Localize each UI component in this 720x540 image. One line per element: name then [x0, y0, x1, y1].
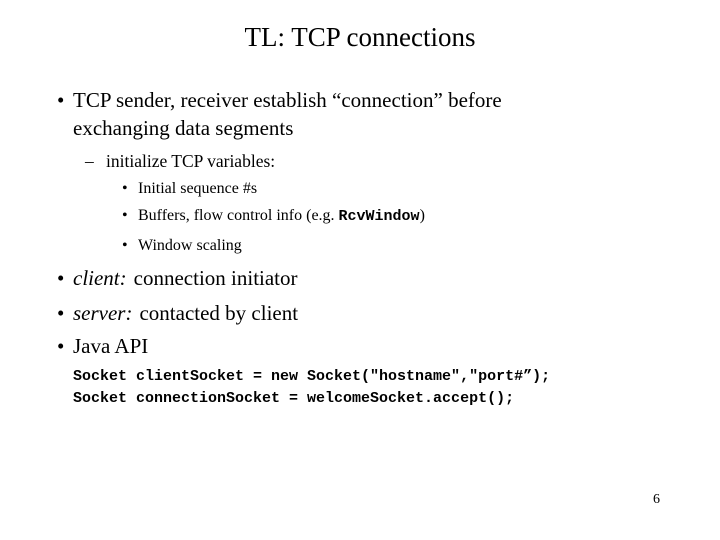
sub-item-buffers-flow-control: • Buffers, flow control info (e.g. RcvWin… — [122, 207, 425, 225]
code-line-2: Socket connectionSocket = welcomeSocket.… — [73, 390, 515, 407]
sub-item-initialize-tcp-variables: –initialize TCP variables: — [85, 151, 275, 172]
sub-item-text: Initial sequence #s — [138, 180, 258, 197]
bullet-icon: • — [122, 207, 128, 224]
bullet-item-java-api: • Java API — [57, 334, 148, 359]
inline-code-rcvwindow: RcvWindow — [338, 208, 420, 225]
server-term: server: — [73, 301, 133, 325]
server-desc: contacted by client — [139, 301, 299, 325]
bullet-item-text: TCP sender, receiver establish “connecti… — [73, 88, 502, 112]
bullet-item-text: exchanging data segments — [73, 116, 294, 140]
slide-title: TL: TCP connections — [244, 22, 476, 52]
sub-item-text: Buffers, flow control info (e.g. — [138, 207, 339, 224]
bullet-icon: • — [57, 266, 65, 290]
bullet-icon: • — [122, 237, 128, 254]
sub-item-text-close: ) — [419, 207, 425, 224]
code-line-1: Socket clientSocket = new Socket("hostna… — [73, 368, 551, 385]
bullet-item-server: • server:contacted by client — [57, 301, 298, 326]
client-desc: connection initiator — [133, 266, 298, 290]
bullet-icon: • — [57, 301, 65, 325]
page-number: 6 — [653, 492, 660, 507]
dash-icon: – — [85, 151, 94, 171]
bullet-item-tcp-connection-setup-line2: exchanging data segments — [73, 116, 293, 141]
bullet-icon: • — [57, 88, 65, 112]
bullet-item-text: Java API — [73, 334, 149, 358]
client-term: client: — [73, 266, 127, 290]
bullet-item-client: • client:connection initiator — [57, 266, 298, 291]
sub-item-initial-sequence: • Initial sequence #s — [122, 180, 257, 198]
sub-item-text: Window scaling — [138, 237, 242, 254]
bullet-icon: • — [57, 334, 65, 358]
sub-item-text: initialize TCP variables: — [106, 151, 276, 171]
bullet-icon: • — [122, 180, 128, 197]
sub-item-window-scaling: • Window scaling — [122, 237, 242, 255]
bullet-item-tcp-connection-setup: • TCP sender, receiver establish “connect… — [57, 88, 502, 113]
